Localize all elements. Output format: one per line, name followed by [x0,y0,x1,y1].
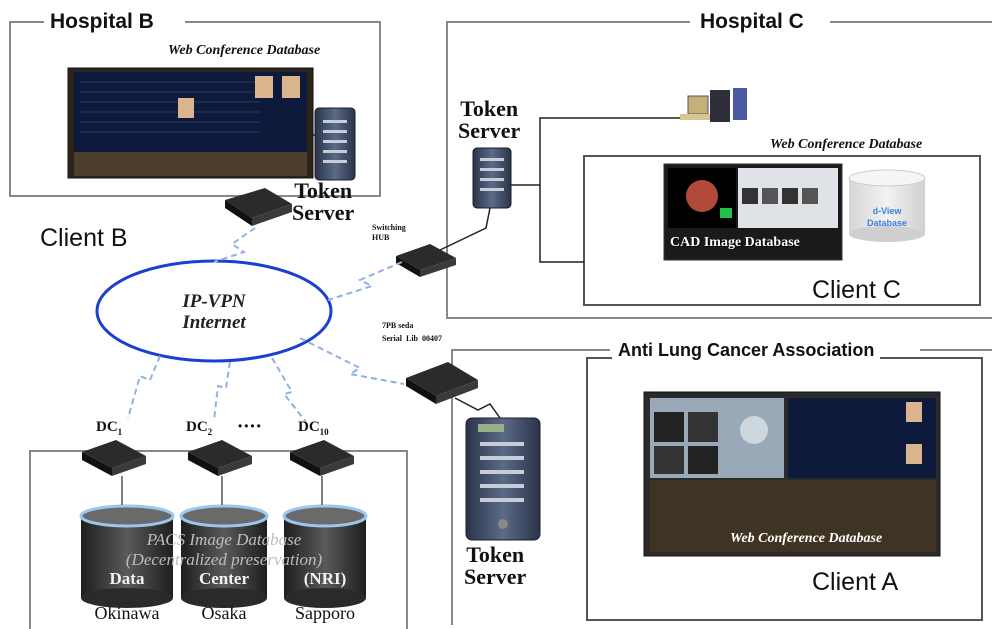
association-token-label: Token Server [464,542,527,589]
router-dc2 [188,440,252,476]
db-label-center: Center [198,569,250,588]
db-cylinder-osaka [179,504,269,608]
pacs-line1: PACS Image Database [146,530,302,549]
small-pc [687,95,709,115]
link-dc10 [271,357,307,423]
dview-db-cylinder [848,169,926,242]
association-token-server [465,417,541,541]
location-sapporo: Sapporo [295,603,355,623]
hospital-b-frame [9,21,381,197]
router-a [406,362,478,404]
link-a [299,337,405,385]
hospital-b-token-server [314,107,356,181]
link-dc2 [213,361,231,421]
dc-ellipsis: •••• [238,419,263,433]
db-label-nri: (NRI) [303,569,347,588]
hospital-b-token-label: Token Server [292,178,355,225]
router-dc10 [290,440,354,476]
client-b-label: Client B [40,224,128,252]
link-dc1 [127,355,161,419]
association-frame [451,349,992,625]
router-a-label: 7PB seda Serial Lib 00407 [382,321,443,343]
dc10-label: DC10 [298,419,329,437]
db-cylinder-okinawa [79,504,175,608]
db-label-data: Data [109,569,145,588]
router-c [396,244,456,277]
router-dc1 [82,440,146,476]
location-osaka: Osaka [201,603,247,623]
client-c-box [583,155,981,306]
dview-label: d-View Database [866,206,908,228]
cad-label: CAD Image Database [670,235,800,250]
association-title: Anti Lung Cancer Association [612,341,881,359]
dc2-label: DC2 [186,419,213,437]
hospital-b-db-label: Web Conference Database [168,43,321,58]
link-b [213,227,256,263]
client-c-label: Client C [812,276,901,304]
router-b [225,188,292,226]
location-okinawa: Okinawa [94,603,160,623]
hospital-b-title: Hospital B [44,11,160,32]
switching-hub-label: Switching HUB [372,223,406,242]
hospital-c-frame [446,21,992,319]
dc1-label: DC1 [96,419,123,437]
association-db-label: Web Conference Database [730,531,883,546]
hospital-c-db-label: Web Conference Database [770,137,923,152]
hospital-c-token-label: Token Server [458,96,521,143]
client-a-label: Client A [812,568,899,596]
hospital-c-title: Hospital C [694,11,810,32]
link-c [327,261,403,301]
ipvpn-label: IP-VPN Internet [182,291,246,333]
pacs-line2: (Decentralized preservation) [125,550,323,569]
db-cylinder-sapporo [282,504,368,608]
